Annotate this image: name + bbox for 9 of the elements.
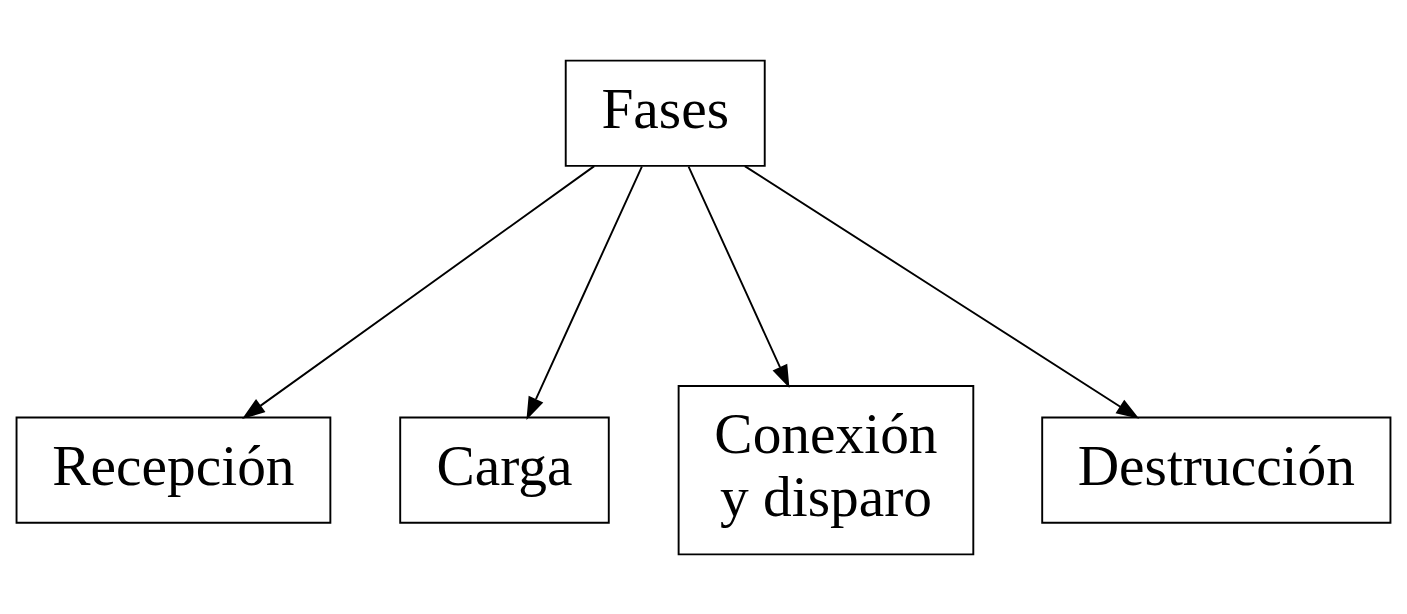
arrow: [242, 164, 596, 419]
node-box: Recepción: [15, 416, 332, 524]
arrow: [687, 165, 790, 388]
node-box: Carga: [399, 416, 610, 524]
node-box: Destrucción: [1041, 416, 1392, 524]
arrow: [743, 164, 1140, 419]
node-box: Fases: [564, 59, 766, 167]
arrow: [526, 165, 643, 420]
node-box: Conexión y disparo: [677, 384, 975, 555]
